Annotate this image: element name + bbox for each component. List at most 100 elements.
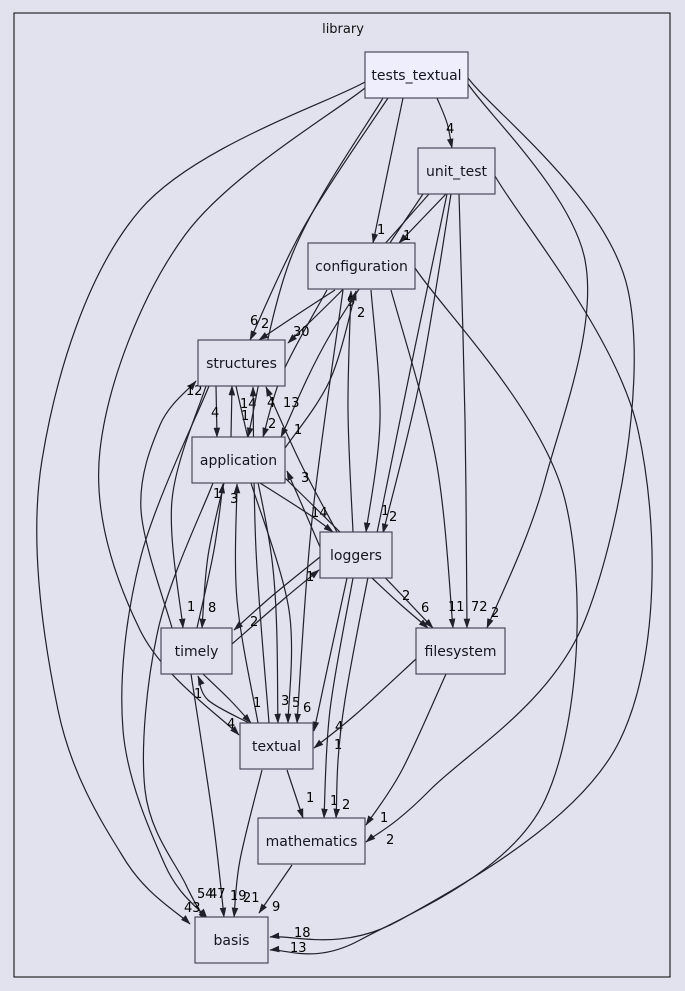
node-structures[interactable]: structures: [197, 339, 286, 387]
node-label-unit_test: unit_test: [426, 164, 488, 180]
edge-filesystem-mathematics: [365, 673, 447, 826]
edge-tests_textual-unit_test: [436, 97, 454, 149]
edge-label-unit_test-basis: 18: [294, 926, 311, 941]
node-box-configuration[interactable]: [307, 242, 416, 290]
node-box-unit_test[interactable]: [417, 147, 496, 195]
node-application[interactable]: application: [191, 436, 286, 484]
edge-label-unit_test-loggers: 2: [389, 510, 397, 525]
edge-label-loggers-mathematics: 1: [330, 794, 338, 809]
edge-loggers-application: [286, 470, 321, 548]
edge-unit_test-loggers: [381, 193, 452, 534]
edge-unit_test-application: [280, 193, 424, 438]
edge-configuration-textual: [294, 289, 344, 724]
node-box-filesystem[interactable]: [415, 627, 506, 675]
edge-label-configuration-basis: 13: [290, 941, 307, 956]
edge-label-loggers-application: 3: [301, 471, 309, 486]
edge-label-loggers-filesystem: 2: [402, 589, 410, 604]
edge-tests_textual-configuration: [371, 97, 404, 244]
node-label-application: application: [200, 453, 277, 469]
edge-timely-loggers: [231, 569, 320, 645]
edge-loggers-mathematics: [321, 577, 354, 819]
edge-label-unit_test-configuration: 1: [403, 229, 411, 244]
edge-timely-textual: [202, 673, 252, 724]
edge-configuration-loggers: [363, 289, 381, 533]
node-box-application[interactable]: [191, 436, 286, 484]
edge-application-timely: [199, 482, 225, 629]
edge-label-loggers-timely: 2: [250, 615, 258, 630]
node-configuration[interactable]: configuration: [307, 242, 416, 290]
edge-label-timely-loggers: 1: [306, 570, 314, 585]
edge-label-tests_textual-configuration: 1: [377, 223, 385, 238]
node-filesystem[interactable]: filesystem: [415, 627, 506, 675]
edge-application-structures: [228, 385, 236, 438]
edge-textual-structures: [249, 386, 270, 724]
node-label-structures: structures: [206, 356, 277, 372]
edge-label-unit_test-structures: 30: [293, 325, 310, 340]
edge-label-configuration-loggers: 1: [381, 504, 389, 519]
edge-loggers-timely: [233, 556, 321, 631]
node-box-timely[interactable]: [160, 627, 233, 675]
edge-label-filesystem-textual: 1: [334, 738, 342, 753]
edge-label-tests_textual-structures: 6: [250, 314, 258, 329]
edge-tests_textual-textual: [98, 87, 366, 736]
edge-label-timely-structures: 12: [186, 384, 203, 399]
edge-label-textual-mathematics: 1: [306, 791, 314, 806]
edge-structures-timely: [170, 385, 207, 629]
node-label-basis: basis: [214, 933, 250, 949]
node-label-tests_textual: tests_textual: [371, 68, 461, 84]
edge-textual-application: [233, 483, 259, 724]
cluster-library: [13, 12, 671, 978]
edge-unit_test-filesystem: [458, 193, 471, 629]
node-mathematics[interactable]: mathematics: [257, 817, 366, 865]
node-box-textual[interactable]: [239, 722, 314, 770]
node-label-configuration: configuration: [315, 259, 408, 275]
node-timely[interactable]: timely: [160, 627, 233, 675]
edge-label-tests_textual-unit_test: 4: [446, 122, 454, 137]
node-label-loggers: loggers: [330, 548, 382, 564]
edge-label-loggers-configuration: 9: [347, 295, 355, 310]
edge-tests_textual-filesystem: [467, 83, 589, 629]
node-basis[interactable]: basis: [194, 916, 269, 964]
edge-mathematics-basis: [258, 864, 293, 914]
node-loggers[interactable]: loggers: [319, 531, 393, 579]
edge-label-unit_test-application: 1: [294, 423, 302, 438]
edge-label-textual-basis: 21: [243, 891, 260, 906]
edge-structures-basis: [121, 385, 210, 919]
edge-loggers-configuration: [347, 290, 355, 533]
edge-label-structures-timely: 1: [187, 600, 195, 615]
edge-label-filesystem-mathematics: 1: [380, 811, 388, 826]
edge-label-structures-application: 4: [211, 406, 219, 421]
edge-loggers-structures: [265, 386, 338, 533]
edge-tests_textual-structures: [249, 97, 389, 341]
edge-label-configuration-filesystem: 11: [448, 600, 465, 615]
edge-structures-textual: [235, 385, 281, 724]
edge-label-textual-structures: 4: [267, 396, 275, 411]
edge-label-loggers-structures: 13: [283, 396, 300, 411]
edge-label-textual-timely: 1: [194, 687, 202, 702]
edge-label-configuration-textual: 6: [303, 701, 311, 716]
edge-configuration-basis: [269, 267, 578, 955]
edge-application-loggers: [259, 482, 334, 533]
edge-label-structures-basis: 47: [209, 887, 226, 902]
node-box-loggers[interactable]: [319, 531, 393, 579]
node-textual[interactable]: textual: [239, 722, 314, 770]
edge-label-tests_textual-basis: 43: [184, 901, 201, 916]
node-box-mathematics[interactable]: [257, 817, 366, 865]
edge-unit_test-configuration: [398, 193, 447, 244]
node-box-basis[interactable]: [194, 916, 269, 964]
edge-application-textual: [250, 482, 293, 724]
edge-label-tests_textual-application: 1: [241, 409, 249, 424]
node-unit_test[interactable]: unit_test: [417, 147, 496, 195]
edge-label-tests_textual-filesystem: 2: [491, 606, 499, 621]
edge-tests_textual-basis: [36, 81, 366, 925]
node-box-tests_textual[interactable]: [364, 51, 469, 99]
edge-label-tests_textual-mathematics: 2: [386, 833, 394, 848]
node-tests_textual[interactable]: tests_textual: [364, 51, 469, 99]
edge-tests_textual-mathematics: [365, 77, 635, 843]
edge-label-tests_textual-textual: 4: [227, 717, 235, 732]
node-box-structures[interactable]: [197, 339, 286, 387]
edge-label-application-timely: 8: [208, 601, 216, 616]
edge-label-unit_test-mathematics: 2: [342, 798, 350, 813]
edge-timely-structures: [140, 380, 197, 629]
